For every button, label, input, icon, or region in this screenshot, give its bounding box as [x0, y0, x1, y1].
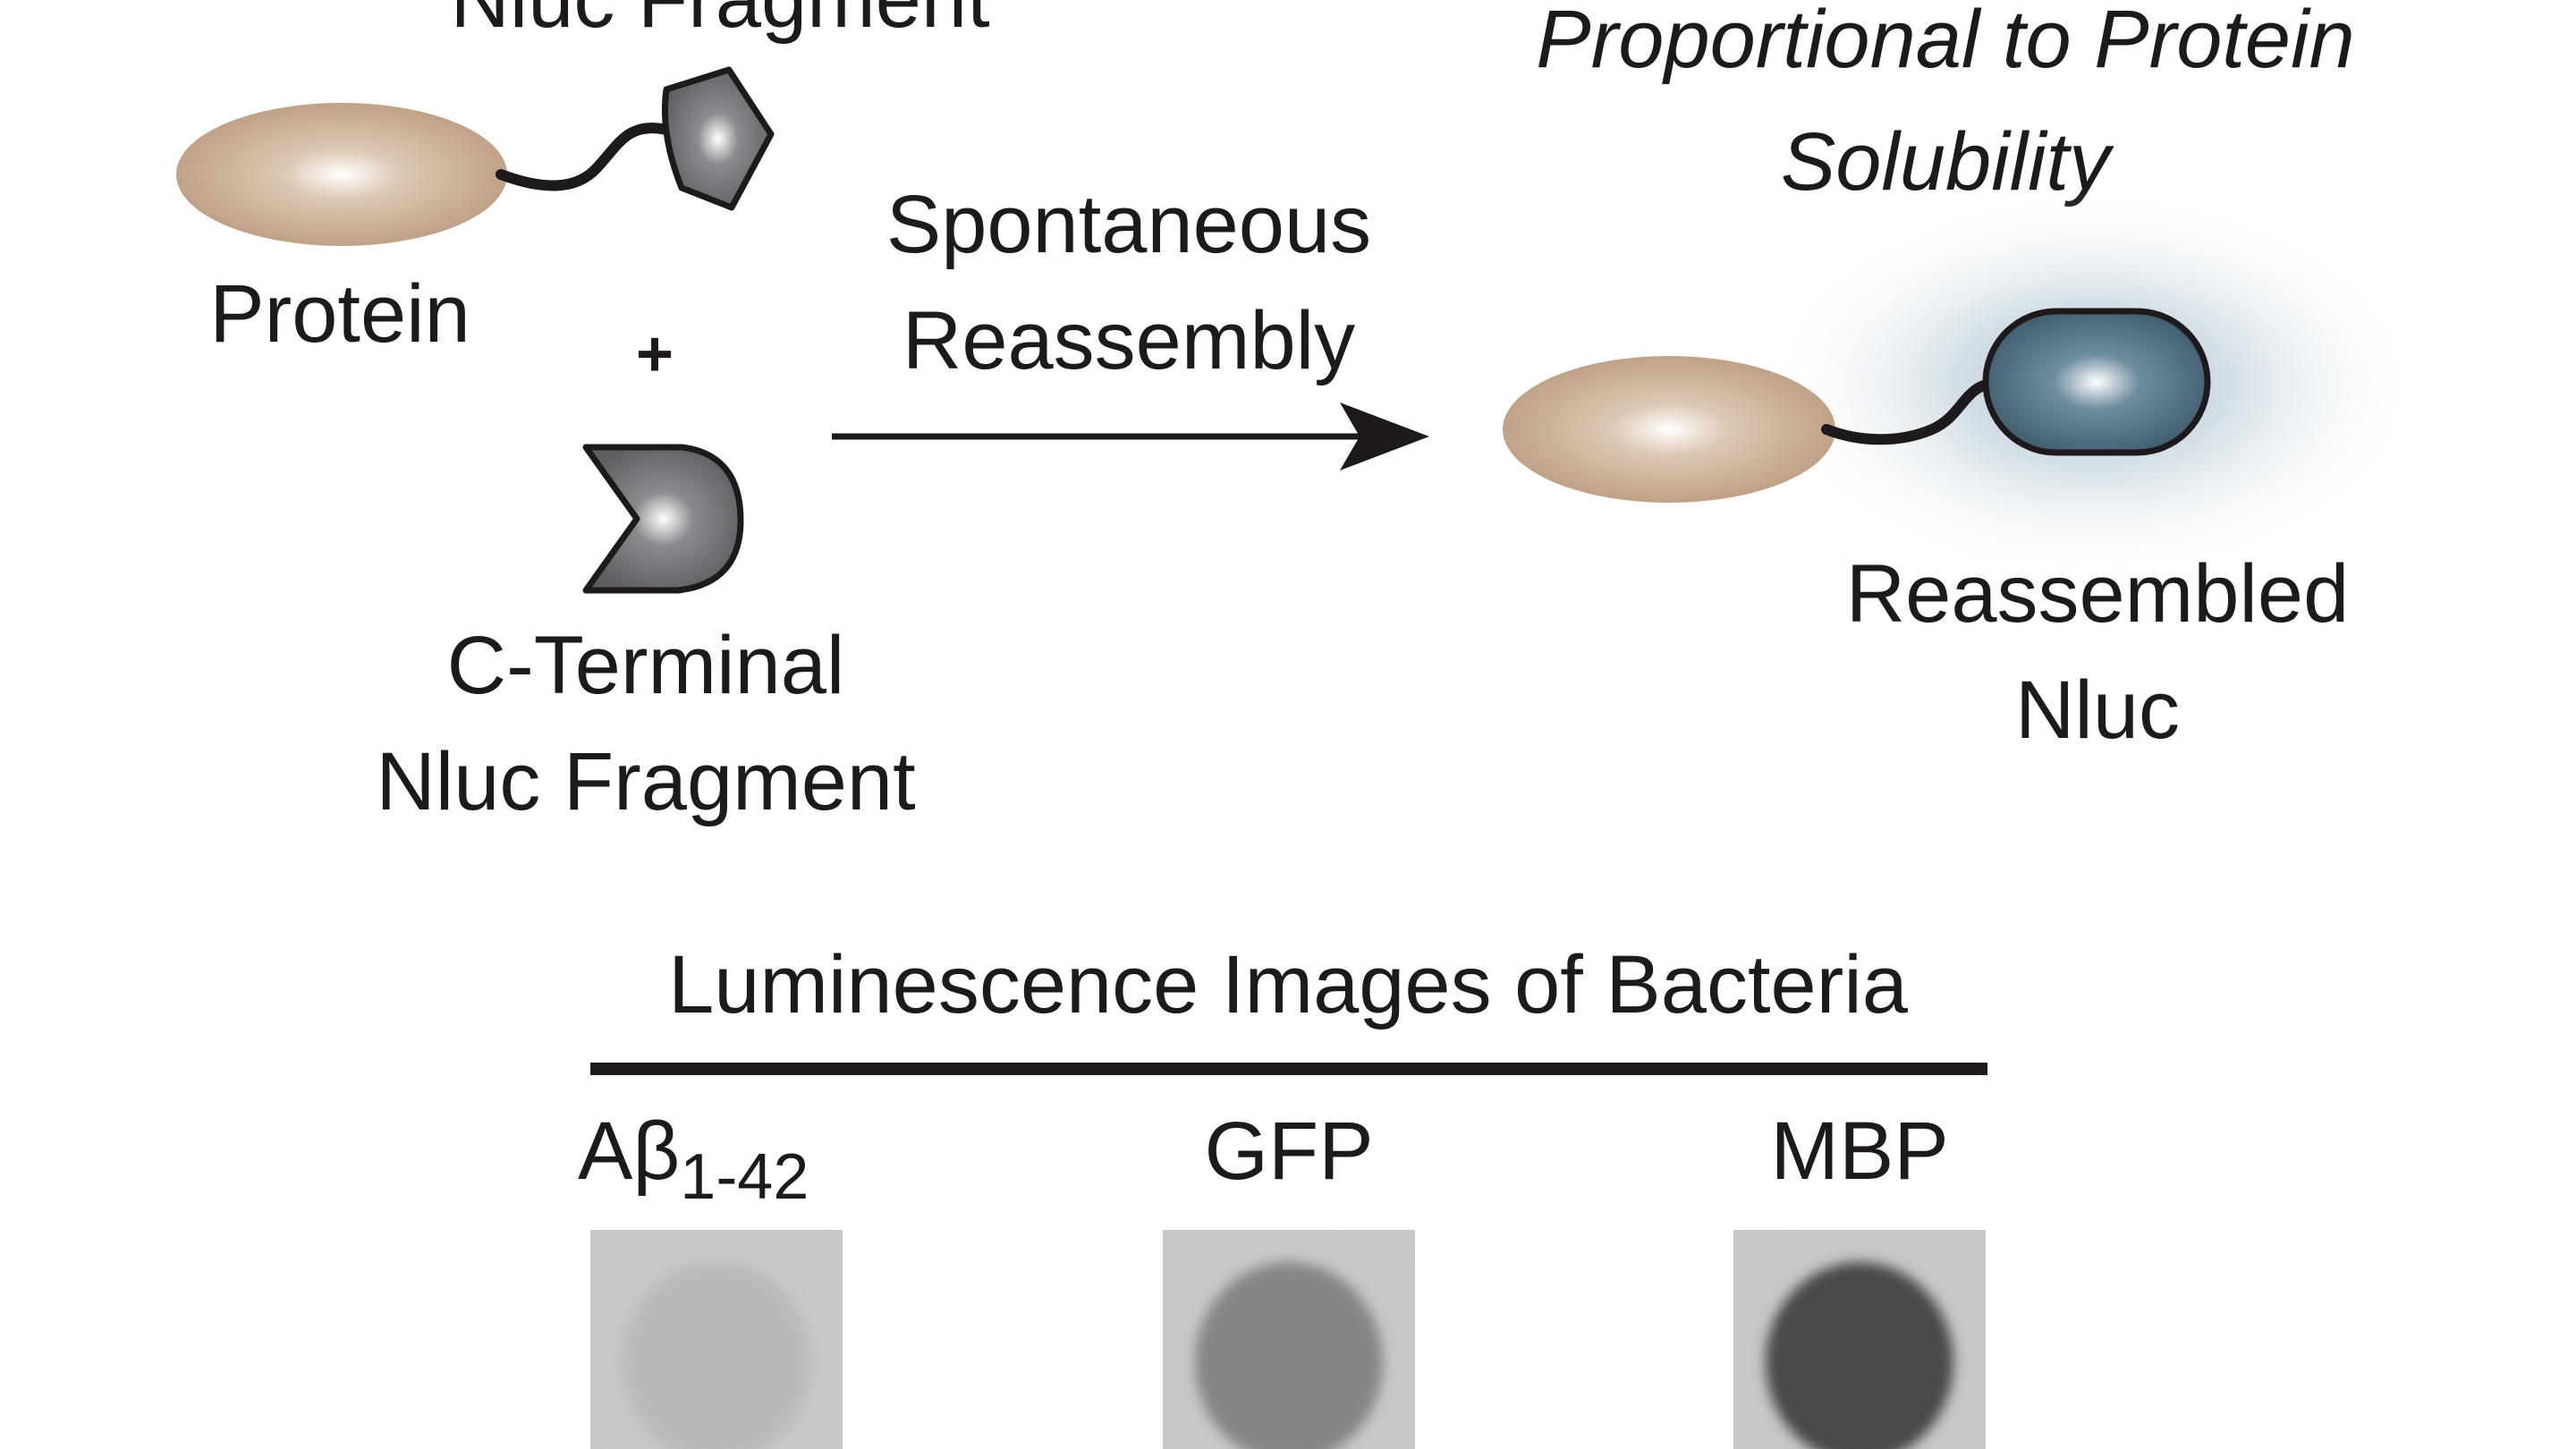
c-terminal-label-line1: C-Terminal — [447, 620, 845, 711]
n-terminal-fragment-label: Nluc Fragment — [450, 0, 989, 45]
c-terminal-label-line2: Nluc Fragment — [376, 736, 915, 827]
sample-label-1: Aβ1-42 — [578, 1106, 809, 1213]
reassembled-label-line1: Reassembled — [1846, 548, 2350, 640]
arrow-label-line2: Reassembly — [902, 295, 1355, 386]
linker-n — [496, 123, 672, 191]
luminescence-spot-1 — [623, 1262, 810, 1449]
luminescence-spot-3 — [1766, 1262, 1953, 1449]
linker-reassembled — [1821, 377, 2002, 445]
sample-images: Aβ1-42 GFP MBP — [578, 1106, 1986, 1449]
luminescence-spot-2 — [1195, 1262, 1383, 1449]
sample-label-2: GFP — [1204, 1106, 1373, 1197]
protein-label: Protein — [209, 268, 470, 360]
protein-shape — [176, 103, 507, 246]
protein-shape-reassembled — [1503, 356, 1835, 503]
reassembled-label-line2: Nluc — [2015, 665, 2180, 756]
n-terminal-fragment-shape — [661, 66, 775, 211]
reassembled-nluc-shape — [1982, 308, 2211, 456]
plus-sign: + — [636, 318, 674, 390]
reaction-arrow-head — [1340, 402, 1429, 470]
sample-label-3: MBP — [1770, 1106, 1948, 1197]
arrow-label-line1: Spontaneous — [886, 179, 1371, 270]
panel-title: Luminescence Images of Bacteria — [668, 939, 1909, 1030]
c-terminal-fragment-shape — [582, 444, 744, 594]
proportional-label-line1: Proportional to Protein — [1536, 0, 2354, 85]
